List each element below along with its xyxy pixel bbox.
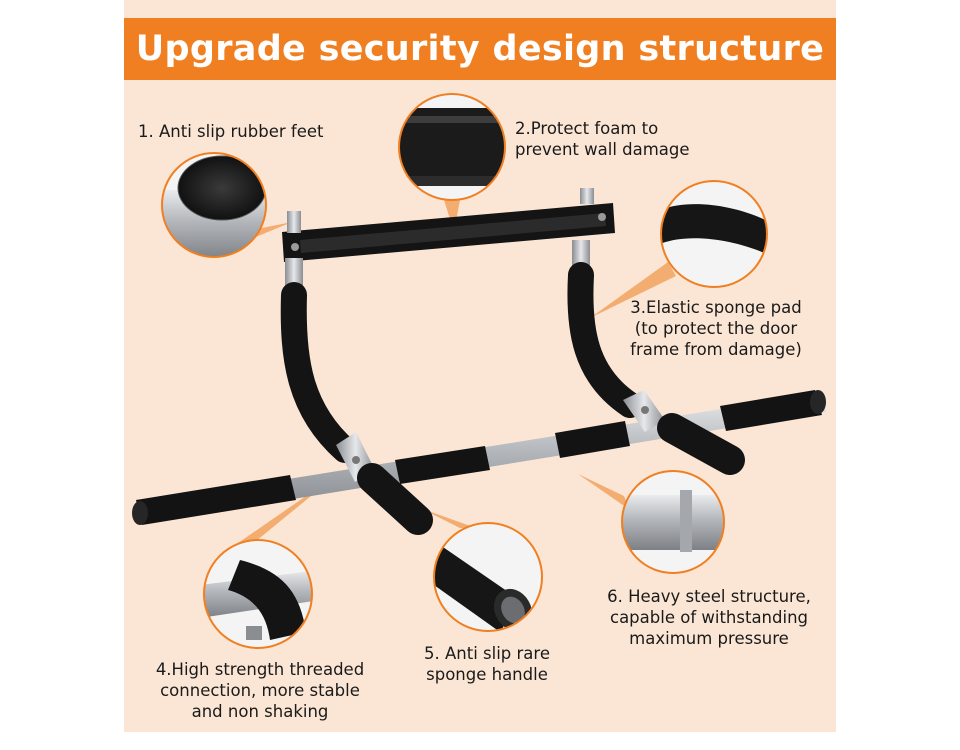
- callout-4-line-1: 4.High strength threaded: [155, 660, 365, 679]
- detail-circle-threaded-connection: [203, 539, 313, 649]
- callout-6-line-2: capable of withstanding: [610, 608, 808, 627]
- callout-3-line-3: frame from damage): [630, 340, 802, 359]
- upright-arms: [280, 240, 643, 463]
- front-handles: [336, 390, 745, 535]
- callout-threaded-connection: 4.High strength threaded connection, mor…: [138, 659, 382, 722]
- detail-circle-elastic-pad: [660, 180, 768, 288]
- title-banner: Upgrade security design structure: [124, 18, 836, 80]
- callout-protect-foam: 2.Protect foam to prevent wall damage: [515, 118, 690, 160]
- detail-circle-sponge-handle: [433, 522, 543, 632]
- callout-sponge-handle: 5. Anti slip rare sponge handle: [402, 643, 572, 685]
- top-support-bar: [282, 188, 615, 262]
- detail-circle-protect-foam: [398, 93, 506, 201]
- detail-circle-rubber-feet: [161, 152, 267, 258]
- callout-elastic-sponge-pad: 3.Elastic sponge pad (to protect the doo…: [606, 297, 826, 360]
- callout-2-line-2: prevent wall damage: [515, 140, 690, 159]
- callout-3-line-1: 3.Elastic sponge pad: [630, 298, 802, 317]
- detail-circle-steel-structure: [621, 470, 725, 574]
- callout-6-line-3: maximum pressure: [629, 629, 789, 648]
- callout-2-line-1: 2.Protect foam to: [515, 119, 659, 138]
- callout-5-line-1: 5. Anti slip rare: [424, 644, 550, 663]
- callout-steel-structure: 6. Heavy steel structure, capable of wit…: [592, 586, 826, 649]
- callout-1-line-1: 1. Anti slip rubber feet: [138, 122, 324, 141]
- callout-5-line-2: sponge handle: [426, 665, 548, 684]
- callout-3-line-2: (to protect the door: [634, 319, 798, 338]
- callout-rubber-feet: 1. Anti slip rubber feet: [138, 121, 323, 142]
- callout-4-line-2: connection, more stable: [160, 681, 360, 700]
- callout-4-line-3: and non shaking: [191, 702, 329, 721]
- callout-6-line-1: 6. Heavy steel structure,: [607, 587, 811, 606]
- banner-title: Upgrade security design structure: [135, 29, 825, 69]
